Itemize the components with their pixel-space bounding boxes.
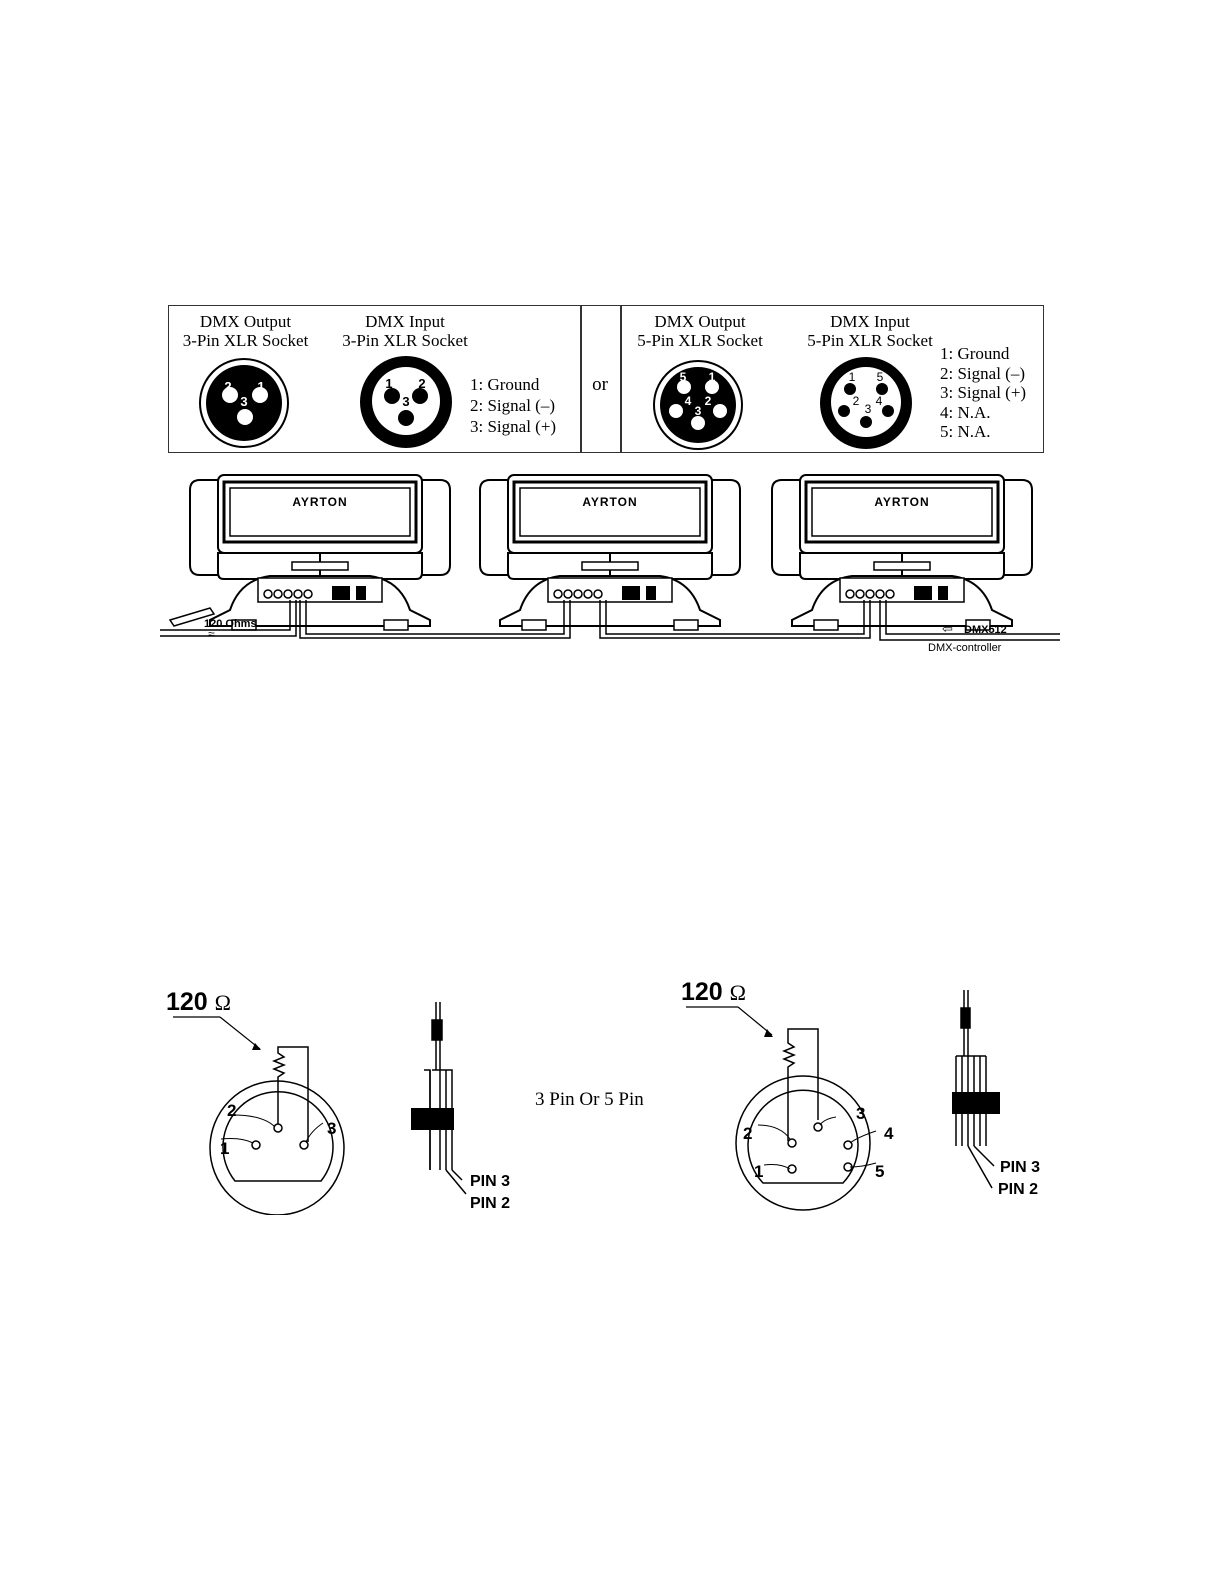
legend-ground: 1: Ground bbox=[940, 344, 1010, 363]
three-pin-output-pin-label: 2 bbox=[224, 379, 231, 394]
five-pin-output-socket-icon: 5 1 4 2 3 bbox=[653, 360, 743, 450]
left-resistor-value: 120 Ω bbox=[166, 988, 231, 1017]
five-pin-input-pin-label: 3 bbox=[865, 402, 872, 416]
legend-signal-minus: 2: Signal (–) bbox=[940, 363, 1025, 383]
five-pin-output-title-line2: 5-Pin XLR Socket bbox=[637, 331, 763, 350]
daisy-chain-diagram: 120 Ohms ≈ AYRTON AYRTON AYRTON ⇦ DMX512… bbox=[160, 473, 1060, 654]
legend-signal-minus: 2: Signal (–) bbox=[470, 396, 555, 415]
left-pin3-label: PIN 3 bbox=[470, 1173, 510, 1190]
five-pin-input-title-line2: 5-Pin XLR Socket bbox=[807, 331, 933, 350]
right-pin-label: 4 bbox=[884, 1124, 894, 1143]
five-pin-output-pin-label: 4 bbox=[685, 394, 692, 408]
fixture-brand-label: AYRTON bbox=[582, 495, 637, 509]
socket-diagram-box bbox=[168, 305, 1044, 453]
three-pin-input-title-line2: 3-Pin XLR Socket bbox=[342, 331, 468, 350]
legend-na-5: 5: N.A. bbox=[940, 422, 991, 441]
or-label: or bbox=[592, 374, 608, 395]
five-pin-input-socket-icon: 1 5 2 4 3 bbox=[820, 357, 912, 449]
fixture-brand-label: AYRTON bbox=[292, 495, 347, 509]
box-divider-right bbox=[620, 305, 622, 453]
left-pin-label: 3 bbox=[327, 1119, 336, 1138]
three-pin-output-pin-label: 3 bbox=[240, 394, 247, 409]
five-pin-output-pin-label: 2 bbox=[705, 394, 712, 408]
three-pin-input-pin-label: 2 bbox=[418, 376, 425, 391]
five-pin-input-pin-label: 5 bbox=[877, 370, 884, 384]
five-pin-input-pin-label: 1 bbox=[849, 370, 856, 384]
five-pin-input-pin-label: 2 bbox=[853, 394, 860, 408]
three-pin-output-title-line2: 3-Pin XLR Socket bbox=[182, 331, 309, 350]
right-pin-label: 1 bbox=[754, 1162, 763, 1181]
fixture-brand-label: AYRTON bbox=[874, 495, 929, 509]
left-terminator-connector-icon: 2 1 3 bbox=[173, 1016, 345, 1215]
three-pin-output-title: DMX Output 3-Pin XLR Socket bbox=[168, 312, 323, 350]
left-pin2-label: PIN 2 bbox=[470, 1195, 510, 1212]
pin-option-label: 3 Pin Or 5 Pin bbox=[535, 1089, 644, 1110]
cable-break-icon: ≈ bbox=[208, 627, 215, 641]
dmx512-label: DMX512 bbox=[964, 624, 1007, 636]
three-pin-input-pin-label: 1 bbox=[385, 376, 392, 391]
five-pin-output-pin-label: 3 bbox=[695, 404, 702, 418]
five-pin-input-title: DMX Input 5-Pin XLR Socket bbox=[795, 312, 945, 350]
legend-na-4: 4: N.A. bbox=[940, 402, 991, 422]
left-pin-label: 1 bbox=[220, 1139, 229, 1158]
left-pin-label: 2 bbox=[227, 1101, 236, 1120]
three-pin-output-pin-label: 1 bbox=[257, 379, 264, 394]
terminator-label: 120 Ohms bbox=[204, 618, 257, 630]
legend-ground: 1: Ground bbox=[470, 375, 540, 394]
right-pin2-label: PIN 2 bbox=[998, 1181, 1038, 1198]
five-pin-legend: 1: Ground 2: Signal (–) 3: Signal (+) 4:… bbox=[940, 344, 1026, 442]
five-pin-output-title-line1: DMX Output bbox=[654, 312, 746, 331]
three-pin-legend: 1: Ground 2: Signal (–) 3: Signal (+) bbox=[470, 374, 556, 437]
right-ohm-symbol: Ω bbox=[729, 980, 747, 1005]
three-pin-output-socket-icon: 2 1 3 bbox=[199, 358, 289, 448]
right-pin-label: 5 bbox=[875, 1162, 884, 1181]
legend-signal-plus: 3: Signal (+) bbox=[470, 417, 557, 436]
right-cable-icon: PIN 3 PIN 2 bbox=[952, 990, 1040, 1198]
left-cable-icon: PIN 3 PIN 2 bbox=[411, 1002, 510, 1212]
dmx-controller-label: DMX-controller bbox=[928, 642, 1002, 654]
right-resistor-value: 120 Ω bbox=[681, 978, 746, 1007]
right-pin3-label: PIN 3 bbox=[1000, 1159, 1040, 1176]
five-pin-input-pin-label: 4 bbox=[876, 394, 883, 408]
dmx-arrow-icon: ⇦ bbox=[942, 621, 953, 636]
five-pin-input-title-line1: DMX Input bbox=[830, 312, 910, 331]
box-divider-left bbox=[580, 305, 582, 453]
three-pin-output-title-line1: DMX Output bbox=[199, 312, 292, 331]
right-pin-label: 2 bbox=[743, 1124, 752, 1143]
legend-signal-plus: 3: Signal (+) bbox=[940, 383, 1027, 402]
right-pin-label: 3 bbox=[856, 1104, 865, 1123]
left-ohm-symbol: Ω bbox=[214, 990, 232, 1015]
right-terminator-connector-icon: 2 3 4 1 5 bbox=[686, 1006, 894, 1211]
five-pin-output-title: DMX Output 5-Pin XLR Socket bbox=[625, 312, 775, 350]
left-resistor-number: 120 bbox=[166, 988, 208, 1016]
three-pin-input-title: DMX Input 3-Pin XLR Socket bbox=[330, 312, 480, 350]
five-pin-output-pin-label: 5 bbox=[680, 370, 687, 384]
three-pin-input-socket-icon: 1 2 3 bbox=[360, 356, 452, 448]
right-resistor-number: 120 bbox=[681, 978, 723, 1006]
five-pin-output-pin-label: 1 bbox=[709, 370, 716, 384]
three-pin-input-title-line1: DMX Input bbox=[365, 312, 445, 331]
three-pin-input-pin-label: 3 bbox=[402, 394, 409, 409]
